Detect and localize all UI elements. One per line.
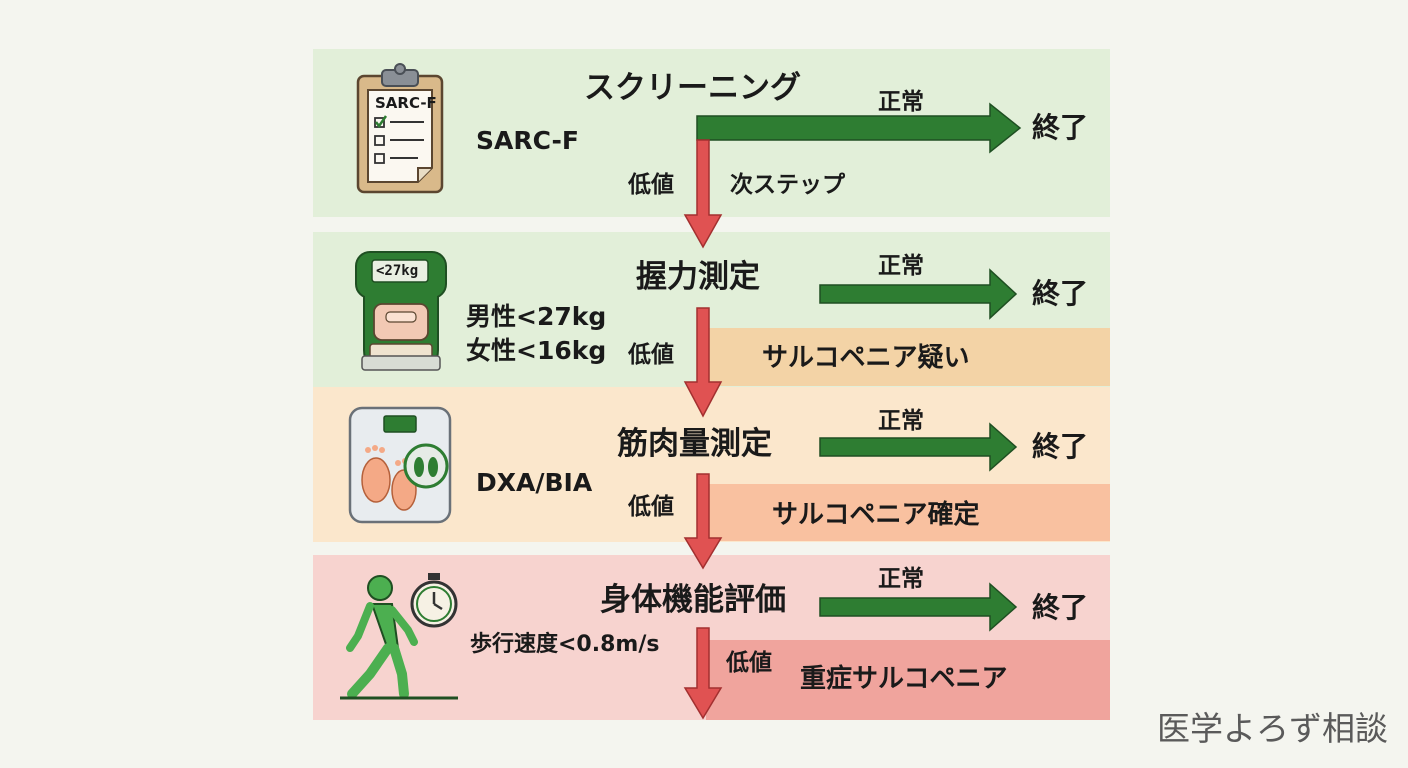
low-arrow-function (683, 627, 723, 720)
end-label-function: 終了 (1032, 591, 1089, 624)
normal-arrow-muscle (819, 422, 1018, 472)
low-label-screening: 低値 (628, 172, 674, 198)
dynamometer-icon (355, 251, 447, 371)
end-label-grip: 終了 (1032, 277, 1089, 310)
clipboard-icon-label: SARC-F (375, 94, 437, 112)
walking-person-stopwatch-icon (340, 573, 458, 700)
next-step-label: 次ステップ (730, 172, 845, 198)
criteria-grip-female: 女性<16kg (466, 336, 607, 365)
low-label-muscle: 低値 (628, 494, 674, 520)
step-title-physical-function: 身体機能評価 (600, 582, 786, 618)
criteria-muscle-mass: DXA/BIA (476, 468, 593, 497)
diagnosis-strip-suspected (706, 328, 1110, 386)
low-arrow-screening (683, 139, 723, 249)
diagnosis-confirmed: サルコペニア確定 (772, 500, 980, 530)
low-arrow-grip (683, 307, 723, 418)
normal-label-screening: 正常 (878, 89, 924, 115)
end-label-muscle: 終了 (1032, 430, 1089, 463)
criteria-grip-male: 男性<27kg (466, 302, 607, 331)
step-title-screening: スクリーニング (584, 70, 801, 106)
diagnosis-strip-severe (706, 640, 1110, 720)
diagnosis-severe: 重症サルコペニア (800, 664, 1008, 694)
normal-arrow-function (819, 582, 1018, 632)
normal-label-grip: 正常 (878, 253, 924, 279)
dynamometer-display-label: <27kg (376, 263, 419, 279)
diagnosis-strip-confirmed (706, 484, 1110, 541)
criteria-screening: SARC-F (476, 126, 579, 155)
diagnosis-suspected: サルコペニア疑い (762, 343, 970, 373)
step-title-grip-strength: 握力測定 (636, 259, 760, 295)
normal-label-function: 正常 (878, 566, 924, 592)
low-arrow-muscle (683, 473, 723, 570)
normal-arrow-grip (819, 268, 1018, 320)
criteria-gait-speed: 歩行速度<0.8m/s (470, 632, 660, 657)
end-label-screening: 終了 (1032, 111, 1089, 144)
low-label-grip: 低値 (628, 342, 674, 368)
body-composition-scale-icon (348, 406, 452, 524)
watermark: 医学よろず相談 (1157, 709, 1388, 748)
low-label-function: 低値 (726, 650, 772, 676)
clipboard-icon (356, 63, 444, 194)
step-title-muscle-mass: 筋肉量測定 (617, 426, 772, 462)
normal-label-muscle: 正常 (878, 408, 924, 434)
normal-arrow-screening (696, 102, 1022, 154)
